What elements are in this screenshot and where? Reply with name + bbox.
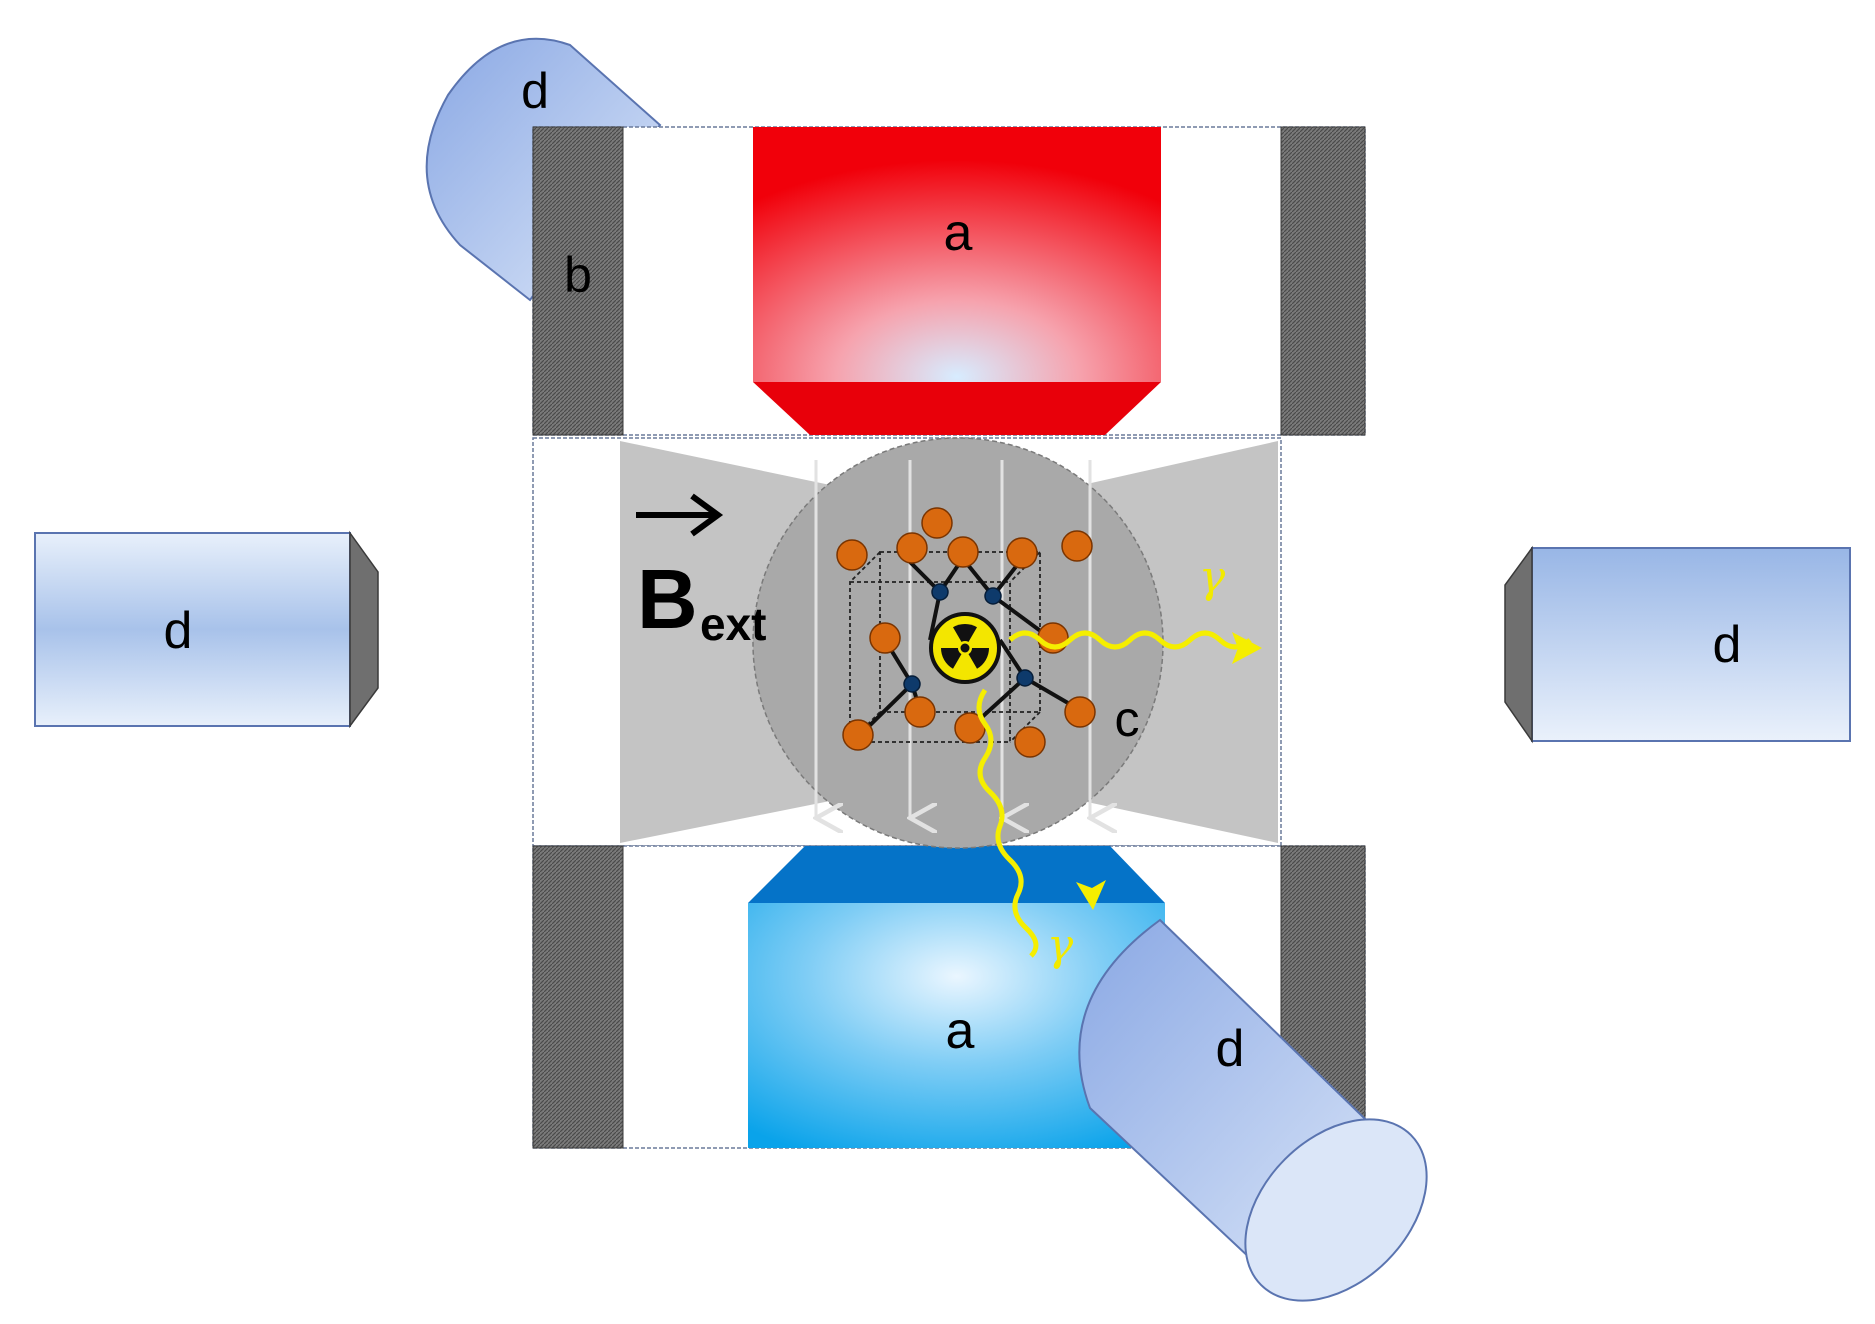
detector-bottom-right <box>1078 918 1428 1302</box>
shield-lower-left <box>532 845 624 1149</box>
magnet-top <box>753 127 1161 435</box>
arrow-right-icon <box>636 493 724 537</box>
label-detector-bottom-right: d <box>1216 1020 1245 1078</box>
label-shield: b <box>564 247 592 303</box>
label-gamma-down: γ <box>1047 920 1074 971</box>
shield-upper-left <box>532 126 624 436</box>
detector-right <box>1504 545 1851 744</box>
label-magnet-bottom: a <box>946 1002 975 1060</box>
label-sample: c <box>1115 691 1140 747</box>
label-magnet-top: a <box>944 204 973 262</box>
shield-upper-right <box>1280 126 1366 436</box>
gamma-ray-right <box>1008 630 1262 664</box>
detector-left <box>34 530 379 729</box>
radiation-trefoil-icon <box>929 612 1001 684</box>
label-detector-right: d <box>1713 616 1742 674</box>
label-field-sub: ext <box>700 598 766 650</box>
gamma-ray-down <box>976 688 1106 958</box>
field-lines <box>816 460 1090 818</box>
label-field-main: B <box>637 552 698 646</box>
label-detector-left: d <box>164 602 193 660</box>
label-gamma-right: γ <box>1199 552 1226 603</box>
label-detector-top-left: d <box>521 63 549 119</box>
